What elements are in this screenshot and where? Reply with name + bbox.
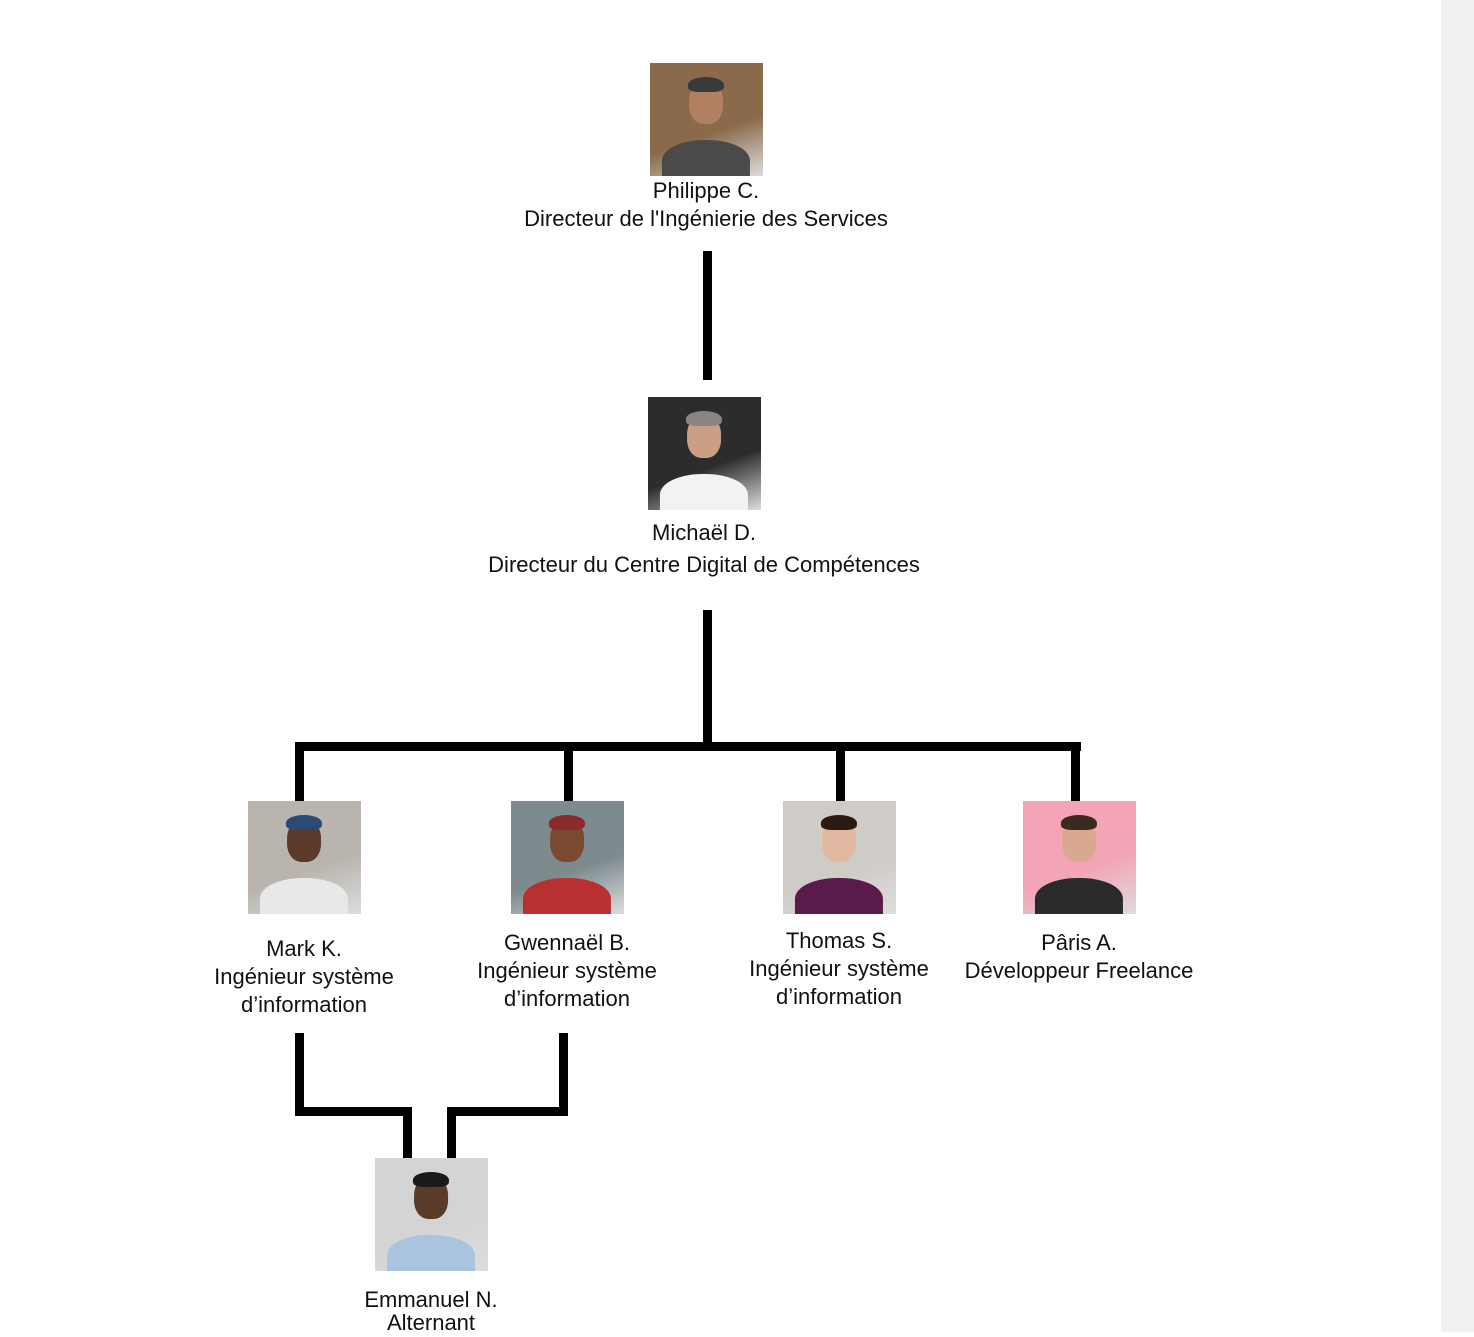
person-card-emmanuel[interactable]: Emmanuel N. Alternant (281, 1158, 581, 1337)
portrait-shoulders (1034, 877, 1124, 914)
person-card-mark[interactable]: Mark K. Ingénieur système d’information (154, 801, 454, 1019)
person-name: Pâris A. (1041, 930, 1117, 955)
avatar-philippe (649, 63, 763, 176)
connector-gwennael-across (447, 1107, 568, 1116)
person-role: Directeur de l'Ingénierie des Services (524, 206, 888, 231)
avatar-paris (1022, 801, 1136, 914)
person-name: Thomas S. (785, 928, 893, 953)
person-card-philippe[interactable]: Philippe C. Directeur de l'Ingénierie de… (524, 63, 888, 233)
person-role: Directeur du Centre Digital de Compétenc… (488, 552, 920, 577)
person-card-paris[interactable]: Pâris A. Développeur Freelance (929, 801, 1229, 985)
portrait-hair (285, 814, 323, 831)
connector-drop-paris (1071, 742, 1080, 802)
portrait-shoulders (522, 877, 612, 914)
portrait-hair (687, 76, 725, 93)
connector-drop-gwennael (564, 742, 573, 802)
avatar-michael (647, 397, 761, 510)
org-chart-connectors (295, 251, 1081, 1159)
portrait-shoulders (794, 877, 884, 914)
avatar-emmanuel (374, 1158, 488, 1271)
connector-team-bar (295, 742, 1081, 751)
portrait-hair (685, 410, 723, 427)
portrait-hair (820, 814, 858, 831)
connector-gwennael-down (559, 1033, 568, 1116)
portrait-shoulders (259, 877, 349, 914)
connector-mark-emmanuel (403, 1107, 412, 1159)
portrait-hair (1060, 814, 1098, 831)
portrait-hair (412, 1171, 450, 1188)
person-card-michael[interactable]: Michaël D. Directeur du Centre Digital d… (488, 397, 920, 579)
person-role: Ingénieur système d’information (477, 958, 657, 1011)
person-role: Ingénieur système d’information (749, 956, 929, 1009)
person-role: Alternant (386, 1310, 476, 1335)
person-name: Gwennaël B. (504, 930, 630, 955)
person-card-gwennael[interactable]: Gwennaël B. Ingénieur système d’informat… (417, 801, 717, 1013)
portrait-shoulders (661, 139, 751, 176)
connector-michael-branch (703, 610, 712, 745)
portrait-shoulders (386, 1234, 476, 1271)
person-role: Développeur Freelance (964, 958, 1194, 983)
scrollbar-track[interactable] (1441, 0, 1474, 1332)
avatar-thomas (782, 801, 896, 914)
connector-philippe-michael (703, 251, 712, 380)
connector-drop-mark (295, 742, 304, 802)
person-role: Ingénieur système d’information (214, 964, 394, 1017)
connector-mark-down (295, 1033, 304, 1116)
person-name: Philippe C. (652, 178, 760, 203)
avatar-gwennael (510, 801, 624, 914)
person-card-thomas[interactable]: Thomas S. Ingénieur système d’informatio… (689, 801, 989, 1011)
connector-gwennael-emmanuel (447, 1107, 456, 1159)
avatar-mark (247, 801, 361, 914)
person-name: Michaël D. (652, 520, 756, 545)
person-name: Mark K. (266, 936, 342, 961)
person-name: Emmanuel N. (364, 1287, 498, 1312)
portrait-shoulders (659, 473, 749, 510)
connector-mark-across (295, 1107, 412, 1116)
portrait-hair (548, 814, 586, 831)
connector-drop-thomas (836, 742, 845, 802)
